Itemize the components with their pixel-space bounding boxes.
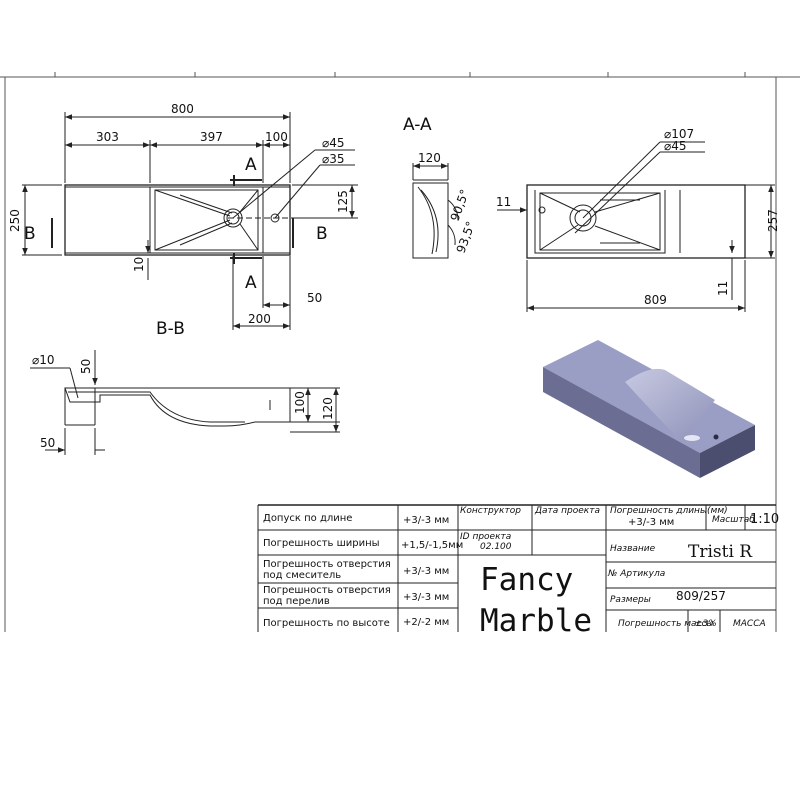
tb-row4-value: +3/-3 мм [403, 592, 449, 603]
bottom-view-labels: ⌀107 ⌀45 11 257 809 11 [496, 127, 780, 307]
tb-scale-value: 1:10 [750, 512, 779, 527]
tb-length-tol-value: +3/-3 мм [628, 517, 674, 528]
tb-date-label: Дата проекта [534, 506, 600, 516]
dim-d10: ⌀10 [32, 353, 55, 367]
tb-project-id-label: ID проекта [460, 532, 511, 542]
tb-scale-label: Масштаб [712, 515, 755, 525]
tb-row3-value: +3/-3 мм [403, 566, 449, 577]
section-aa-labels: A-A 120 90,5° 93,5° [403, 115, 478, 255]
dim-side-100: 100 [293, 391, 307, 414]
dim-250: 250 [8, 209, 22, 232]
dim-303: 303 [96, 130, 119, 144]
section-marker-b-left: B [24, 224, 36, 244]
dim-d45-top: ⌀45 [322, 136, 345, 150]
section-marker-b-right: B [316, 224, 328, 244]
tb-designer-label: Конструктор [460, 506, 521, 516]
dim-50: 50 [307, 291, 322, 305]
section-aa-view [412, 163, 459, 259]
tb-row5-label: Погрешность по высоте [263, 618, 390, 629]
tb-name-label: Название [610, 544, 656, 554]
dim-bottom-11-left: 11 [496, 195, 511, 209]
top-view-labels: 800 303 397 100 250 125 10 50 200 ⌀45 ⌀3… [8, 102, 350, 326]
tb-row1-value: +3/-3 мм [403, 515, 449, 526]
section-bb-labels: B-B ⌀10 50 100 120 50 [32, 319, 335, 450]
top-view [22, 112, 358, 330]
tb-article-label: № Артикула [607, 569, 665, 579]
tb-name-value: Tristi R [688, 542, 753, 562]
tb-size-label: Размеры [610, 595, 651, 605]
title-block-frame [257, 504, 776, 632]
tb-mass-label: МАССА [733, 619, 766, 629]
dim-aa-120: 120 [418, 151, 441, 165]
tb-row4-label1: Погрешность отверстия [263, 585, 391, 596]
dim-397: 397 [200, 130, 223, 144]
tb-size-value: 809/257 [676, 589, 726, 603]
tb-project-id: 02.100 [480, 542, 512, 552]
tb-row2-label: Погрешность ширины [263, 538, 380, 549]
brand-name-line2: Marble [480, 603, 592, 639]
dim-d107: ⌀107 [664, 127, 694, 141]
dim-809: 809 [644, 293, 667, 307]
section-marker-a-top: A [245, 155, 257, 175]
dim-side-120: 120 [321, 397, 335, 420]
dim-125: 125 [336, 190, 350, 213]
dim-side-50-top: 50 [79, 359, 93, 374]
tb-row5-value: +2/-2 мм [403, 617, 449, 628]
title-block-text: Допуск по длине +3/-3 мм Погрешность шир… [263, 506, 779, 639]
tb-row3-label1: Погрешность отверстия [263, 559, 391, 570]
dim-200: 200 [248, 312, 271, 326]
tb-mass-tol-label: Погрешность массы [618, 619, 714, 629]
tb-length-tol-label: Погрешность длины(мм) [610, 506, 728, 516]
dim-aa-angle1: 90,5° [448, 187, 472, 223]
tb-row1-label: Допуск по длине [263, 513, 352, 524]
dim-bottom-11: 11 [716, 281, 730, 296]
dim-aa-angle2: 93,5° [454, 219, 478, 255]
section-marker-a-bottom: A [245, 273, 257, 293]
dim-257: 257 [766, 209, 780, 232]
section-aa-title: A-A [403, 115, 432, 135]
tb-row3-label2: под смеситель [263, 570, 341, 581]
tb-row4-label2: под перелив [263, 596, 330, 607]
dim-overall-800: 800 [171, 102, 194, 116]
section-bb-title: B-B [156, 319, 185, 339]
tb-mass-tol-value: ±3% [695, 619, 717, 629]
dim-d35-top: ⌀35 [322, 152, 345, 166]
product-render [543, 340, 755, 478]
dim-10: 10 [132, 257, 146, 272]
bottom-view [497, 141, 775, 312]
dim-d45-bottom: ⌀45 [664, 139, 687, 153]
section-bb-view [30, 350, 340, 455]
brand-name-line1: Fancy [480, 562, 573, 598]
sheet-frame [0, 72, 800, 632]
dim-100: 100 [265, 130, 288, 144]
dim-side-50-bottom: 50 [40, 436, 55, 450]
tb-row2-value: +1,5/-1,5мм [401, 540, 463, 551]
